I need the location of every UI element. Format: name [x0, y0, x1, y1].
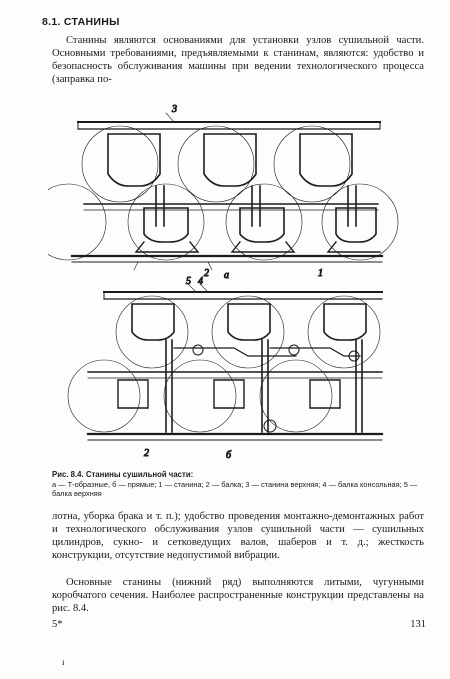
signature-mark: 5*	[52, 619, 63, 630]
intro-paragraph: Станины являются основаниями для установ…	[52, 35, 424, 85]
label-a-2: 2	[204, 268, 209, 279]
page-number: 131	[410, 619, 426, 630]
caption-title: Рис. 8.4. Станины сушильной части:	[52, 470, 194, 479]
continued-paragraph: лотна, уборка брака и т. п.); удобство п…	[52, 511, 424, 561]
diagram-b-straight-frames: 5 4 2 б	[67, 276, 384, 462]
figure-caption: Рис. 8.4. Станины сушильной части: а — Т…	[52, 470, 424, 499]
label-a-1: 1	[318, 268, 323, 279]
stray-mark: ı	[62, 657, 65, 667]
diagram-a-t-frames: 3 2 а 1	[48, 104, 399, 282]
page-footer: 5* 131	[52, 619, 426, 630]
section-heading: 8.1. СТАНИНЫ	[42, 16, 120, 28]
caption-text: а — Т-образные, б — прямые; 1 — станина;…	[52, 479, 418, 499]
label-b-letter: б	[226, 450, 232, 461]
label-a-letter: а	[224, 270, 229, 281]
last-paragraph: Основные станины (нижний ряд) выполняютс…	[52, 577, 424, 614]
label-b-5: 5	[186, 276, 191, 287]
label-b-2: 2	[144, 448, 149, 459]
figure-dryer-frames: 3 2 а 1	[48, 104, 399, 462]
label-a-3: 3	[171, 104, 177, 115]
label-b-4: 4	[198, 276, 203, 287]
